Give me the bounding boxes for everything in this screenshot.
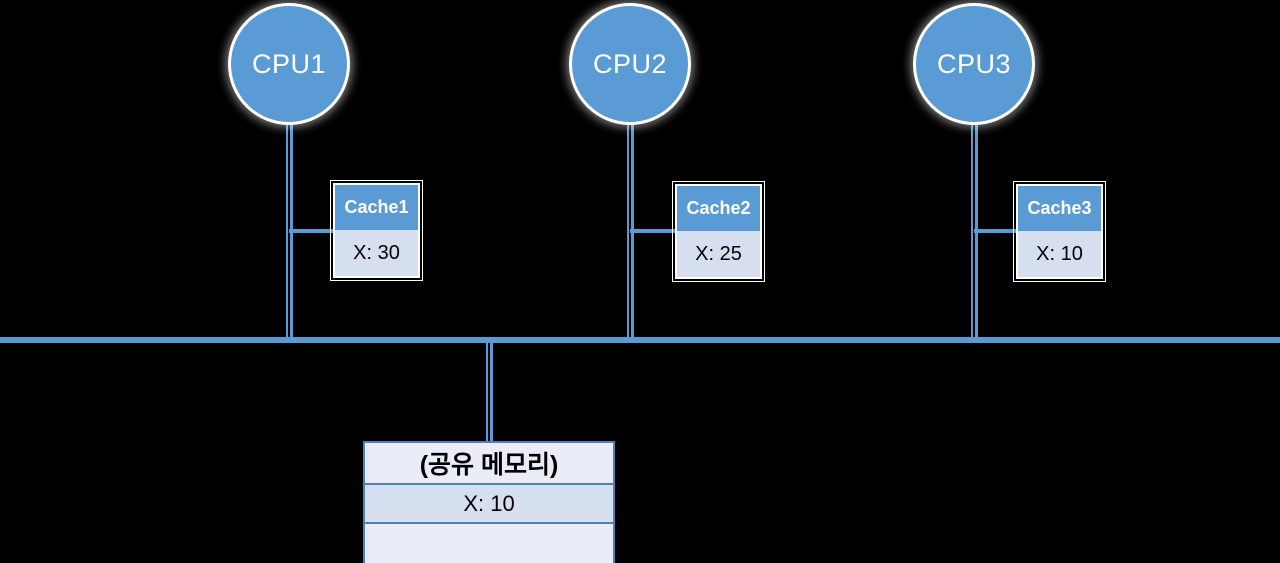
shared-memory-box: (공유 메모리) X: 10 <box>363 441 615 563</box>
shared-memory-empty-row <box>365 524 613 563</box>
memory-bus-connector-line <box>486 343 493 443</box>
cache1-box: Cache1 X: 30 <box>330 180 423 281</box>
cpu2-node: CPU2 <box>569 3 691 125</box>
cpu1-node: CPU1 <box>228 3 350 125</box>
cpu3-label: CPU3 <box>936 48 1012 79</box>
cache1-header: Cache1 <box>335 185 418 230</box>
cpu2-cache-branch-line <box>630 229 677 233</box>
cpu3-node: CPU3 <box>913 3 1035 125</box>
cache2-header: Cache2 <box>677 186 760 231</box>
cache3-header: Cache3 <box>1018 186 1101 231</box>
system-bus-line <box>0 337 1280 343</box>
cache2-value: X: 25 <box>677 231 760 277</box>
cache2-box: Cache2 X: 25 <box>672 181 765 282</box>
cpu1-cache-branch-line <box>289 229 335 233</box>
cache1-value: X: 30 <box>335 230 418 276</box>
cache3-box: Cache3 X: 10 <box>1013 181 1106 282</box>
cache3-value: X: 10 <box>1018 231 1101 277</box>
cpu3-cache-branch-line <box>974 229 1018 233</box>
shared-memory-title: (공유 메모리) <box>365 443 613 485</box>
cpu1-label: CPU1 <box>251 48 327 79</box>
cpu2-label: CPU2 <box>592 48 668 79</box>
shared-memory-value: X: 10 <box>365 485 613 524</box>
